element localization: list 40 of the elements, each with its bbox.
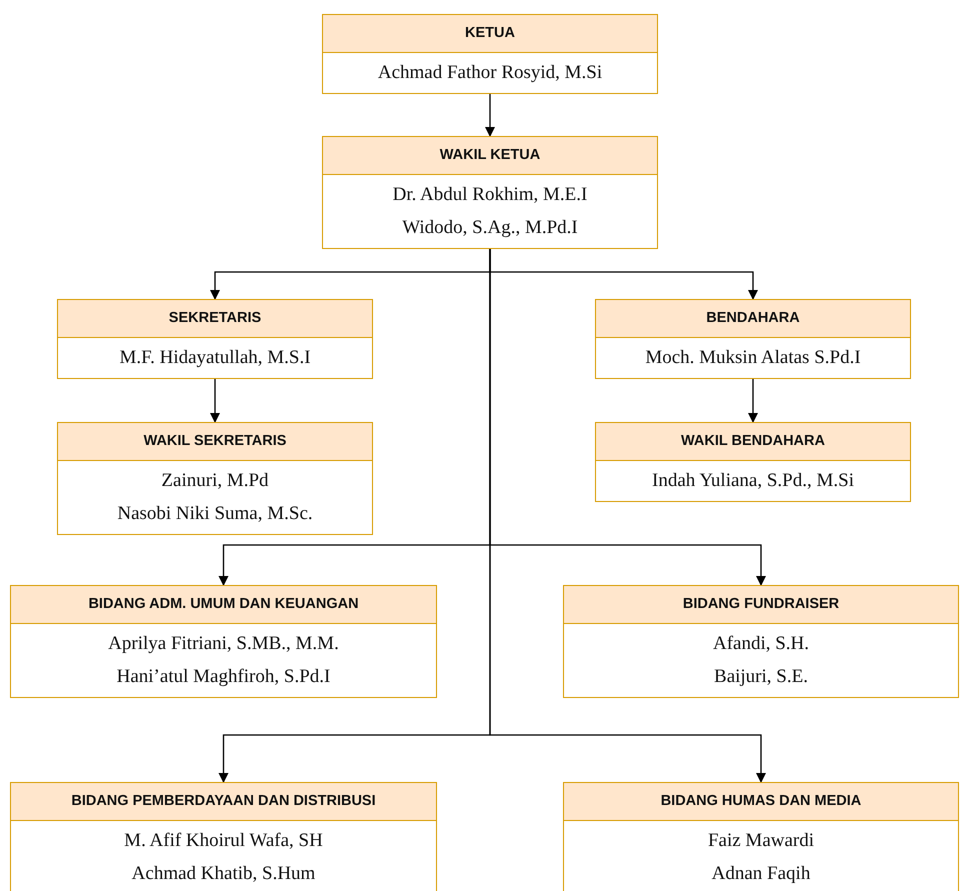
member-name: Achmad Fathor Rosyid, M.Si xyxy=(378,61,602,85)
role-heading: BIDANG HUMAS DAN MEDIA xyxy=(564,783,958,821)
member-name: M. Afif Khoirul Wafa, SH xyxy=(124,829,323,853)
member-name: Aprilya Fitriani, S.MB., M.M. xyxy=(108,632,339,656)
member-name: Moch. Muksin Alatas S.Pd.I xyxy=(645,346,861,370)
org-box xyxy=(57,299,373,379)
member-name: Indah Yuliana, S.Pd., M.Si xyxy=(652,469,854,493)
role-heading: SEKRETARIS xyxy=(58,300,372,338)
org-box xyxy=(563,782,959,891)
role-heading: WAKIL KETUA xyxy=(323,137,657,175)
org-box xyxy=(595,422,911,502)
member-name: Achmad Khatib, S.Hum xyxy=(132,862,316,886)
role-heading: BIDANG FUNDRAISER xyxy=(564,586,958,624)
member-name: Afandi, S.H. xyxy=(712,632,810,656)
role-heading: WAKIL SEKRETARIS xyxy=(58,423,372,461)
org-box xyxy=(595,299,911,379)
role-heading: BENDAHARA xyxy=(596,300,910,338)
role-heading: WAKIL BENDAHARA xyxy=(596,423,910,461)
member-name: Widodo, S.Ag., M.Pd.I xyxy=(402,216,578,240)
member-name: Zainuri, M.Pd xyxy=(161,469,269,493)
member-name: M.F. Hidayatullah, M.S.I xyxy=(119,346,311,370)
org-box xyxy=(10,782,437,891)
org-box xyxy=(10,585,437,698)
role-heading: BIDANG ADM. UMUM DAN KEUANGAN xyxy=(11,586,436,624)
connector-arrow xyxy=(748,379,758,423)
member-name: Faiz Mawardi xyxy=(708,829,814,853)
member-name: Nasobi Niki Suma, M.Sc. xyxy=(117,502,313,526)
role-heading: KETUA xyxy=(323,15,657,53)
connector-arrow xyxy=(485,94,495,137)
role-heading: BIDANG PEMBERDAYAAN DAN DISTRIBUSI xyxy=(11,783,436,821)
org-box xyxy=(322,14,658,94)
org-box xyxy=(563,585,959,698)
connector-arrow xyxy=(489,249,766,783)
member-name: Adnan Faqih xyxy=(712,862,810,886)
org-box xyxy=(57,422,373,535)
member-name: Baijuri, S.E. xyxy=(714,665,808,689)
member-name: Dr. Abdul Rokhim, M.E.I xyxy=(392,183,588,207)
org-box xyxy=(322,136,658,249)
connector-arrow xyxy=(210,379,220,423)
member-name: Hani’atul Maghfiroh, S.Pd.I xyxy=(116,665,330,689)
